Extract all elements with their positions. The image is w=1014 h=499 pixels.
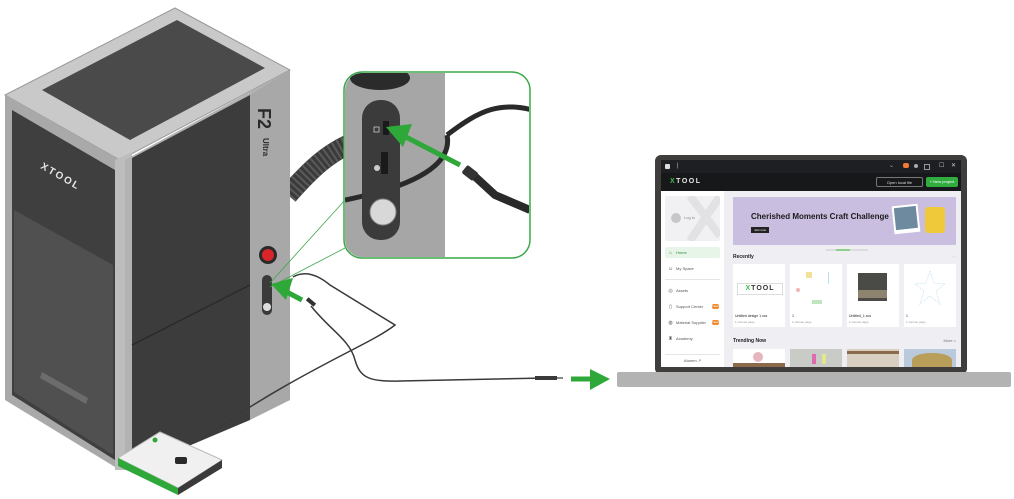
recent-project-card[interactable]: XTOOL Untitled design 1.xcs 1 canvas pag… bbox=[733, 264, 785, 327]
arrow-to-laptop bbox=[571, 369, 610, 390]
atomm-link[interactable]: Atomm ↗ bbox=[665, 354, 720, 366]
banner-title: Cherished Moments Craft Challenge bbox=[751, 212, 889, 221]
machine-model-suffix: Ultra bbox=[261, 138, 270, 157]
notification-icon[interactable] bbox=[903, 163, 909, 168]
recently-nav-arrows[interactable]: ‹ › bbox=[952, 254, 956, 259]
sidebar-item-academy[interactable]: ♜Academy bbox=[665, 333, 720, 344]
brand-logo: XTOOL bbox=[670, 178, 702, 185]
trending-card[interactable] bbox=[790, 349, 842, 367]
academy-icon: ♜ bbox=[668, 336, 673, 342]
recent-project-card[interactable]: 1 1 canvas page bbox=[904, 264, 956, 327]
port-callout bbox=[343, 71, 531, 259]
sidebar-item-my-space[interactable]: ☺My Space bbox=[665, 263, 720, 274]
controller-device bbox=[116, 431, 224, 495]
trending-card[interactable] bbox=[733, 349, 785, 367]
callout-line-bottom bbox=[269, 247, 346, 288]
open-local-file-button[interactable]: Open local file bbox=[876, 177, 923, 187]
controller-cable bbox=[199, 273, 397, 441]
arrow-to-port-callout bbox=[386, 124, 462, 168]
usb-plug bbox=[535, 376, 557, 380]
project-thumbnail bbox=[847, 264, 899, 312]
banner-join-button[interactable]: Join now bbox=[751, 227, 769, 233]
new-project-button[interactable]: + New project bbox=[926, 177, 958, 187]
star-icon bbox=[914, 269, 946, 306]
trending-card[interactable] bbox=[847, 349, 899, 367]
main-content: Cherished Moments Craft Challenge Join n… bbox=[728, 191, 961, 367]
login-card[interactable]: Log in bbox=[665, 196, 720, 241]
machine-model-label: F2 bbox=[254, 108, 274, 129]
recently-title: Recently bbox=[733, 254, 754, 260]
arrow-to-port-machine bbox=[271, 278, 304, 303]
callout-line-top bbox=[269, 199, 346, 284]
project-thumbnail bbox=[790, 264, 842, 312]
cable-plug-machine bbox=[305, 297, 317, 307]
account-icon[interactable] bbox=[914, 164, 918, 168]
maximize-button[interactable]: ☐ bbox=[939, 163, 945, 169]
promo-banner[interactable]: Cherished Moments Craft Challenge Join n… bbox=[733, 197, 956, 245]
recent-project-card[interactable]: 1 1 canvas page bbox=[790, 264, 842, 327]
project-thumbnail: XTOOL bbox=[733, 264, 785, 312]
user-icon: ☺ bbox=[668, 266, 674, 272]
title-bar: | ⌄ ☐ ✕ bbox=[661, 160, 961, 173]
laser-machine bbox=[3, 7, 292, 470]
decorative-x-icon bbox=[686, 196, 720, 241]
trending-title: Trending Now bbox=[733, 338, 767, 344]
chevron-down-icon[interactable]: ⌄ bbox=[889, 163, 895, 169]
new-badge: New bbox=[712, 304, 719, 309]
sidebar-divider bbox=[665, 279, 720, 280]
sidebar: Log in ⌂Home ☺My Space ◎Assets ▯Support … bbox=[661, 191, 724, 367]
home-icon: ⌂ bbox=[668, 250, 673, 256]
banner-pagination[interactable] bbox=[826, 249, 868, 251]
support-icon: ▯ bbox=[669, 304, 672, 310]
usb-cable bbox=[310, 305, 546, 382]
recent-project-card[interactable]: Untitled_1.xcs 1 canvas page bbox=[847, 264, 899, 327]
laptop-base bbox=[617, 372, 1011, 387]
assets-icon: ◎ bbox=[668, 288, 673, 294]
app-icon bbox=[665, 164, 670, 169]
app-header: XTOOL Open local file + New project bbox=[661, 173, 961, 191]
sidebar-item-assets[interactable]: ◎Assets bbox=[665, 285, 720, 296]
tab-indicator: | bbox=[677, 163, 679, 169]
close-button[interactable]: ✕ bbox=[951, 163, 957, 169]
trending-card[interactable] bbox=[904, 349, 956, 367]
login-label[interactable]: Log in bbox=[684, 215, 695, 220]
trending-more-link[interactable]: More > bbox=[943, 338, 956, 343]
sidebar-item-home[interactable]: ⌂Home bbox=[665, 247, 720, 258]
banner-photo bbox=[891, 203, 921, 235]
xtool-studio-window: | ⌄ ☐ ✕ XTOOL Open local file + New proj… bbox=[661, 160, 961, 367]
new-badge: New bbox=[712, 320, 719, 325]
banner-shirt-image bbox=[925, 207, 945, 233]
project-thumbnail bbox=[904, 264, 956, 312]
settings-icon[interactable] bbox=[924, 164, 930, 170]
supplier-icon: ◍ bbox=[668, 320, 673, 326]
avatar bbox=[671, 213, 681, 223]
